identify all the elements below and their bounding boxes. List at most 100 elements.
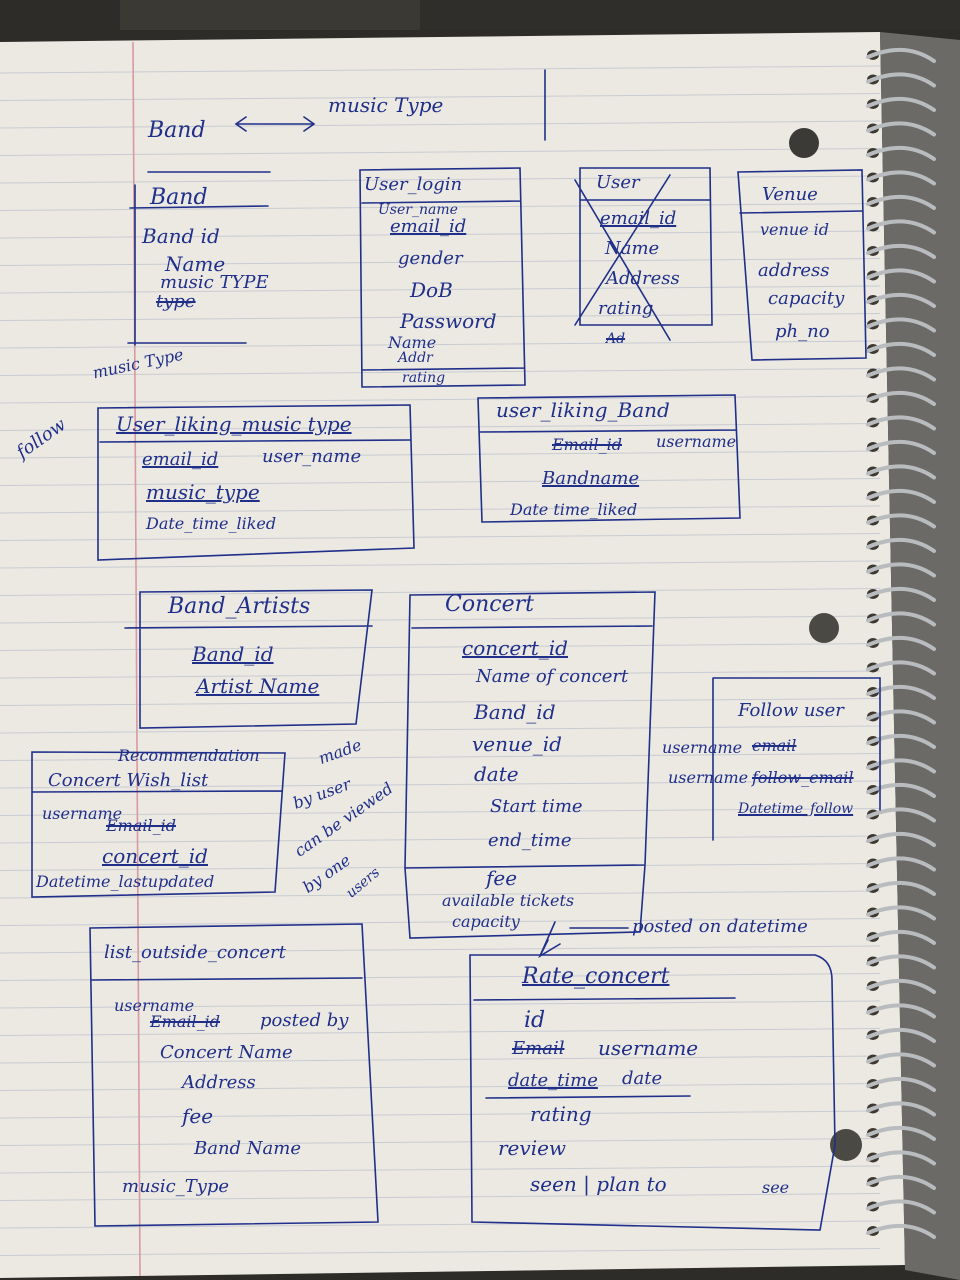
spiral-coil [866, 219, 936, 235]
spiral-coil [866, 194, 936, 210]
rate-concert-field: id [524, 1008, 546, 1033]
spiral-coil [866, 1150, 936, 1166]
user-login-field: Password [400, 309, 497, 333]
user-field: email_id [600, 208, 677, 229]
wish-list-field: concert_id [102, 844, 208, 868]
user-login-field: DoB [410, 278, 453, 302]
spiral-coil [866, 537, 936, 553]
venue-field: address [758, 260, 830, 281]
user-login-field: Name [388, 333, 437, 352]
ruled-line [0, 285, 881, 294]
follow-field: username [662, 738, 743, 757]
ruled-line [0, 478, 881, 486]
user-login-field: rating [402, 370, 446, 386]
spiral-coil [866, 341, 936, 357]
spiral-coil [866, 513, 936, 529]
ruled-line [0, 918, 881, 926]
spiral-coil [866, 1027, 936, 1043]
spiral-coil [866, 611, 936, 627]
ruled-line [0, 1248, 881, 1256]
ruled-line [0, 1138, 881, 1146]
list-outside-field: Concert Name [160, 1042, 293, 1063]
rate-concert-field: rating [530, 1102, 592, 1126]
user-field: Name [605, 238, 660, 259]
ruled-line [0, 258, 881, 266]
user-field: rating [598, 298, 654, 319]
spiral-coil [866, 170, 936, 186]
ruled-line [0, 1028, 881, 1036]
user-login-field: User_name [378, 202, 458, 218]
concert-field: concert_id [462, 636, 568, 660]
ruled-line [0, 1165, 881, 1174]
wish-list-field: Email_id [106, 816, 176, 835]
user-liking-band-title: user_liking_Band [496, 398, 670, 422]
ruled-line [0, 808, 881, 816]
spiral-coil [866, 1003, 936, 1019]
user-liking-music-field: email_id [142, 449, 219, 470]
user-field: Ad [606, 331, 626, 347]
wish-list-field: username [42, 804, 123, 823]
list-outside-field: username [114, 996, 195, 1015]
ruled-line [0, 698, 881, 706]
user-liking-music-field: user_name [262, 446, 362, 467]
spiral-coil [866, 243, 936, 259]
ruled-line [0, 835, 881, 844]
band-field: type [156, 291, 196, 312]
user-login-field: email_id [390, 216, 467, 237]
ruled-line [0, 890, 881, 899]
spiral-coil [866, 415, 936, 431]
venue-field: ph_no [775, 321, 830, 342]
spiral-coil [866, 390, 936, 406]
concert-note: posted on datetime [632, 916, 808, 937]
list-outside-field: music_Type [122, 1176, 230, 1197]
rate-concert-field: Email [512, 1038, 565, 1059]
user-liking-music-field: music_type [146, 480, 260, 504]
band-field: Band id [142, 224, 220, 248]
punch-hole [809, 613, 839, 643]
concert-field: Name of concert [476, 666, 629, 687]
spiral-coil [866, 72, 936, 88]
concert-field: available tickets [442, 891, 575, 910]
user-liking-music-field: Date_time_liked [146, 514, 277, 533]
band-artists-title: Band_Artists [168, 594, 311, 619]
spiral-coil [866, 709, 936, 725]
ruled-line [0, 368, 881, 376]
venue-title: Venue [762, 184, 818, 205]
spiral-coil [866, 1174, 936, 1190]
ruled-line [0, 1193, 881, 1201]
spiral-coil [866, 978, 936, 994]
ruled-line [0, 643, 881, 651]
ruled-line [0, 175, 881, 184]
ruled-line [0, 505, 881, 514]
concert-field: capacity [452, 912, 520, 931]
band-field: music TYPE [160, 272, 269, 293]
list-outside-field: Email_id [150, 1012, 220, 1031]
follow-field: username [668, 768, 749, 787]
concert-field: Band_id [474, 700, 556, 724]
ruled-line [0, 1110, 881, 1119]
spiral-coil [866, 96, 936, 112]
rate-concert-field: see [762, 1178, 790, 1197]
venue-field: capacity [768, 288, 845, 309]
wish-list-heading: Recommendation [118, 746, 260, 765]
spiral-coil [866, 758, 936, 774]
wish-list-title: Concert Wish_list [48, 770, 209, 791]
concert-field: fee [486, 866, 518, 890]
ruled-line [0, 423, 881, 431]
spiral-coil [866, 1101, 936, 1117]
spiral-coil [866, 439, 936, 455]
spiral-coil [866, 684, 936, 700]
ruled-line [0, 340, 881, 349]
spiral-coil [866, 660, 936, 676]
ruled-line [0, 1000, 881, 1009]
ruled-line [0, 93, 881, 101]
ruled-line [0, 120, 881, 129]
ruled-line [0, 1220, 881, 1229]
spiral-coil [866, 1199, 936, 1215]
user-liking-music-title: User_liking_music type [116, 412, 352, 436]
rate-concert-field: username [598, 1036, 699, 1060]
ruled-line [0, 670, 881, 679]
spiral-coil [866, 1223, 936, 1239]
spiral-coil [866, 47, 936, 63]
